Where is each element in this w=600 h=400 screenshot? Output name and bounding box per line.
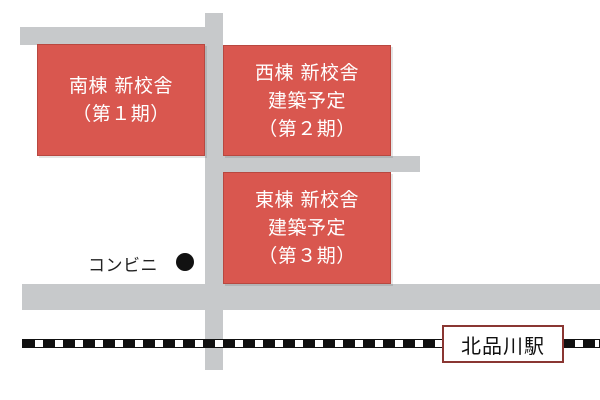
convenience-store-marker-icon — [176, 253, 194, 271]
south-building-name: 南棟 新校舎 — [68, 75, 174, 97]
station-name: 北品川駅 — [461, 333, 545, 358]
road-vertical-main — [205, 13, 223, 370]
station-label-box: 北品川駅 — [442, 325, 564, 363]
east-building-status: 建築予定 — [267, 217, 346, 239]
convenience-store-label: コンビニ — [88, 256, 158, 276]
west-building-label: 西棟 新校舎 建築予定 （第２期） — [255, 59, 359, 143]
south-building: 南棟 新校舎 （第１期） — [37, 44, 205, 156]
east-building-label: 東棟 新校舎 建築予定 （第３期） — [255, 186, 359, 270]
road-middle-horizontal — [215, 156, 420, 172]
road-bottom-horizontal — [22, 284, 600, 310]
south-building-phase: （第１期） — [72, 103, 170, 125]
road-top-horizontal — [20, 27, 220, 45]
east-building-name: 東棟 新校舎 — [254, 189, 360, 211]
east-building: 東棟 新校舎 建築予定 （第３期） — [223, 172, 391, 284]
west-building: 西棟 新校舎 建築予定 （第２期） — [223, 45, 391, 156]
west-building-name: 西棟 新校舎 — [254, 61, 360, 84]
west-building-status: 建築予定 — [267, 89, 346, 112]
east-building-phase: （第３期） — [258, 245, 356, 267]
south-building-label: 南棟 新校舎 （第１期） — [69, 72, 173, 128]
west-building-phase: （第２期） — [258, 117, 356, 140]
